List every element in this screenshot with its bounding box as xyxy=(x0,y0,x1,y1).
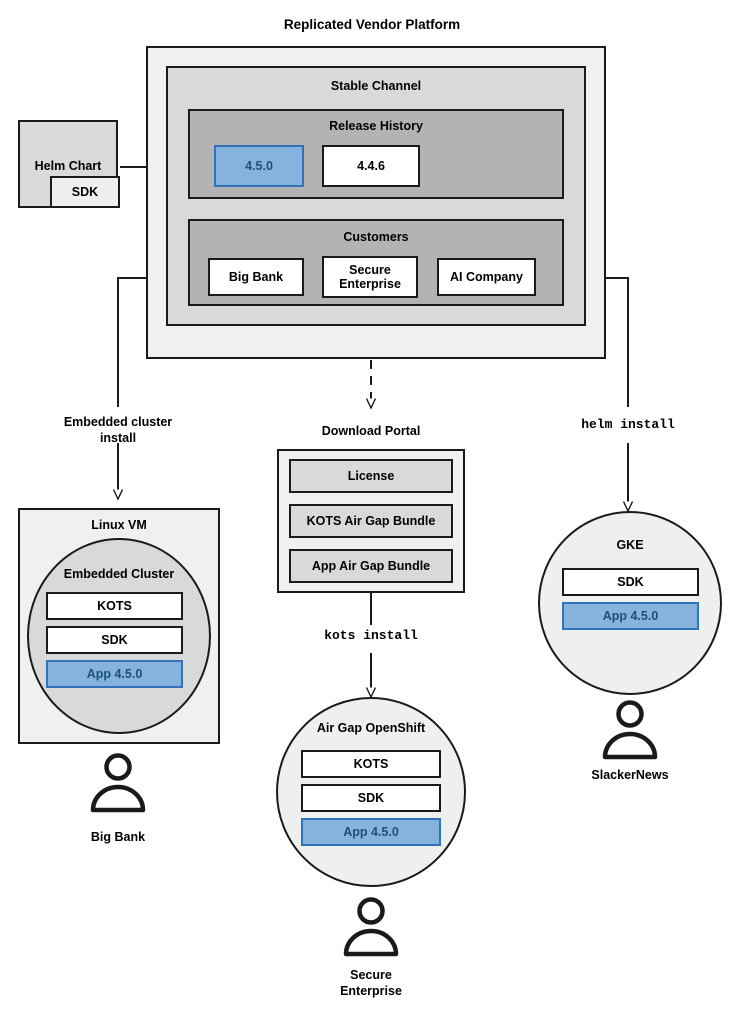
stable-channel-title: Stable Channel xyxy=(330,79,422,93)
download-portal-title: Download Portal xyxy=(321,424,421,438)
linux-vm-component-kots[interactable]: KOTS xyxy=(46,592,183,620)
helm-chart-sdk-box[interactable]: SDK xyxy=(50,176,120,208)
embedded-cluster-title: Embedded Cluster xyxy=(63,567,175,581)
artifact-license[interactable]: License xyxy=(289,459,453,493)
release-history-title: Release History xyxy=(329,119,423,133)
openshift-component-app[interactable]: App 4.5.0 xyxy=(301,818,441,846)
gke-title: GKE xyxy=(616,538,644,552)
artifact-kots-air-gap-bundle[interactable]: KOTS Air Gap Bundle xyxy=(289,504,453,538)
customer-label-big-bank: Big Bank xyxy=(90,830,146,844)
customers-title: Customers xyxy=(343,230,409,244)
page-title: Replicated Vendor Platform xyxy=(283,17,461,32)
openshift-component-kots[interactable]: KOTS xyxy=(301,750,441,778)
customer-ai-company[interactable]: AI Company xyxy=(437,258,536,296)
linux-vm-title: Linux VM xyxy=(91,518,147,532)
gke-component-app[interactable]: App 4.5.0 xyxy=(562,602,699,630)
customer-label-slackernews: SlackerNews xyxy=(591,768,669,782)
install-label-helm-install: helm install xyxy=(581,417,675,432)
openshift-component-sdk[interactable]: SDK xyxy=(301,784,441,812)
artifact-app-air-gap-bundle[interactable]: App Air Gap Bundle xyxy=(289,549,453,583)
person-icon-secure-enterprise xyxy=(343,897,399,957)
release-4-5-0[interactable]: 4.5.0 xyxy=(214,145,304,187)
gke-component-sdk[interactable]: SDK xyxy=(562,568,699,596)
customer-big-bank[interactable]: Big Bank xyxy=(208,258,304,296)
linux-vm-component-app[interactable]: App 4.5.0 xyxy=(46,660,183,688)
install-label-embedded-cluster: Embedded cluster install xyxy=(63,415,173,445)
air-gap-openshift-title: Air Gap OpenShift xyxy=(316,721,426,735)
customer-label-secure-enterprise: Secure Enterprise xyxy=(340,968,402,998)
helm-chart-label: Helm Chart xyxy=(34,159,102,173)
person-icon-slackernews xyxy=(602,700,658,760)
install-label-kots-install: kots install xyxy=(324,628,418,643)
customer-secure-enterprise[interactable]: Secure Enterprise xyxy=(322,256,418,298)
linux-vm-component-sdk[interactable]: SDK xyxy=(46,626,183,654)
release-4-4-6[interactable]: 4.4.6 xyxy=(322,145,420,187)
person-icon-big-bank xyxy=(90,753,146,813)
